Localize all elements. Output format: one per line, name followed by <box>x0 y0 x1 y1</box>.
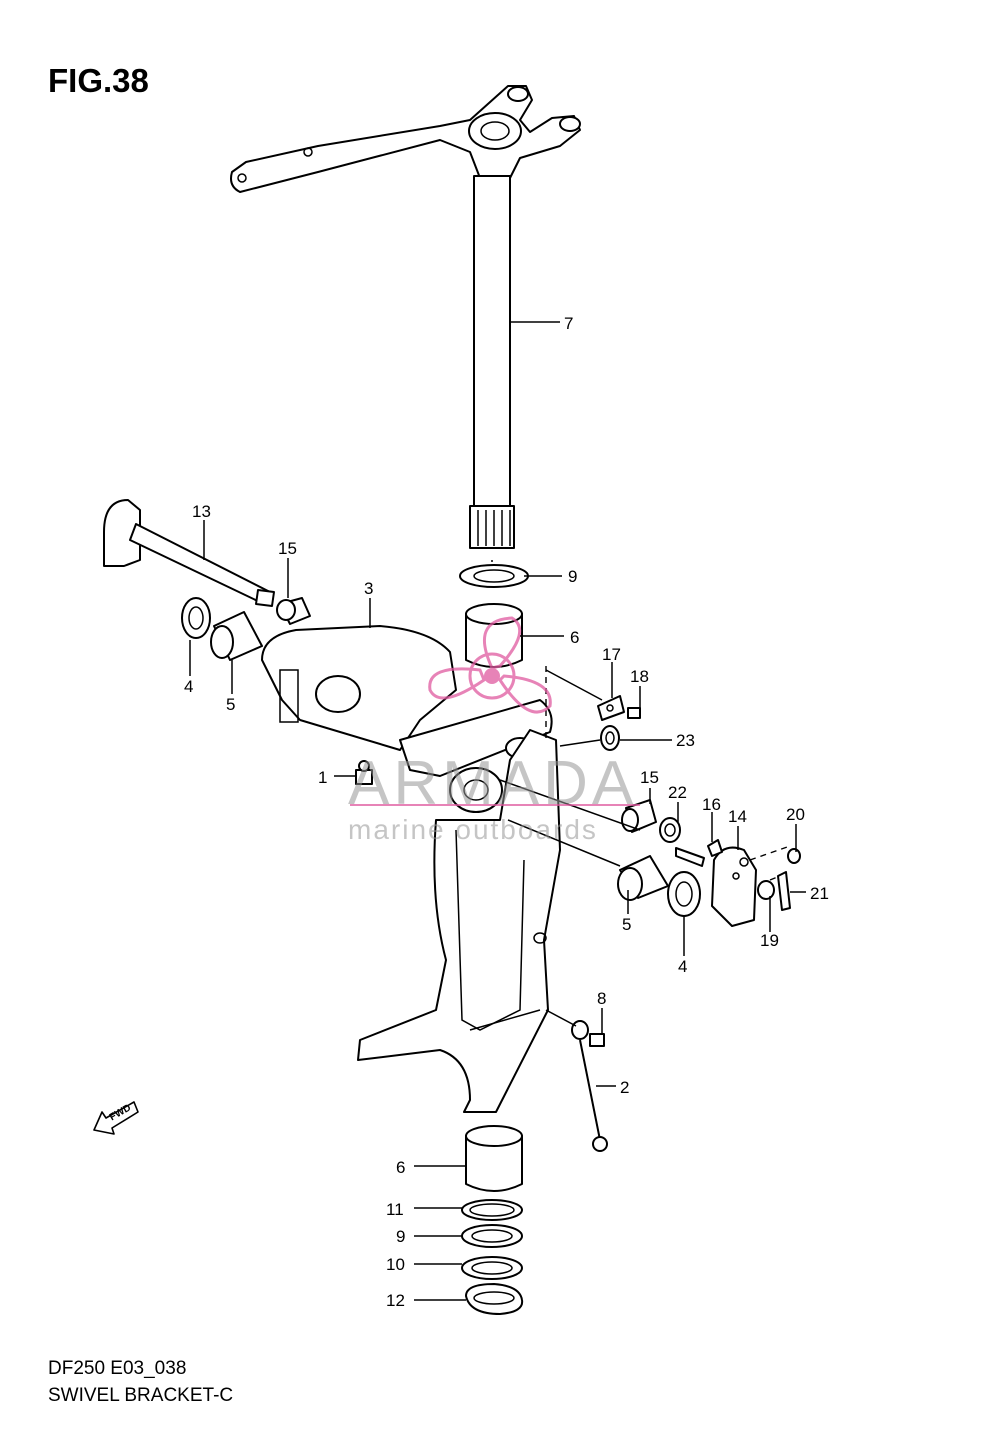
callout-23: 23 <box>676 731 695 750</box>
callout-4-right: 4 <box>678 957 687 976</box>
callout-15-right: 15 <box>640 768 659 787</box>
callout-9-lower: 9 <box>396 1227 405 1246</box>
washer-lower-9 <box>461 1224 523 1248</box>
callout-17: 17 <box>602 645 621 664</box>
callout-2: 2 <box>620 1078 629 1097</box>
bushing-upper <box>465 603 523 668</box>
thrust-washer-upper <box>459 564 529 588</box>
o-ring <box>659 817 681 843</box>
steering-arm <box>230 85 581 193</box>
washer-left <box>181 597 211 639</box>
callout-4-left: 4 <box>184 677 193 696</box>
watermark-brand: ARMADA <box>348 749 638 818</box>
coil-spring <box>600 725 620 751</box>
nut <box>757 880 775 900</box>
callout-9-upper: 9 <box>568 567 577 586</box>
callout-3: 3 <box>364 579 373 598</box>
callout-1: 1 <box>318 768 327 787</box>
callout-11: 11 <box>386 1200 404 1219</box>
ground-lead-wire <box>571 1020 608 1152</box>
callout-13: 13 <box>192 502 211 521</box>
washer-lower-11 <box>461 1199 523 1221</box>
callout-12: 12 <box>386 1291 405 1310</box>
snap-ring <box>465 1283 524 1315</box>
callout-18: 18 <box>630 667 649 686</box>
callout-5-right: 5 <box>622 915 631 934</box>
tilt-bushing-right <box>617 855 669 901</box>
clamp-body <box>357 729 561 1113</box>
callout-16: 16 <box>702 795 721 814</box>
washer-lower-10 <box>461 1256 523 1280</box>
bolt <box>589 1033 605 1047</box>
bolt-small <box>627 707 641 719</box>
callout-14: 14 <box>728 807 747 826</box>
tilt-pin <box>103 499 275 607</box>
callout-7: 7 <box>564 314 573 333</box>
callout-10: 10 <box>386 1255 405 1274</box>
watermark-tagline: marine outboards <box>348 814 598 845</box>
model-code: DF250 E03_038 <box>48 1358 187 1379</box>
callout-19: 19 <box>760 931 779 950</box>
forward-direction-arrow: FWD <box>93 1101 139 1135</box>
section-name: SWIVEL BRACKET-C <box>48 1385 234 1406</box>
steering-shaft <box>469 175 515 549</box>
bushing-left <box>276 597 311 625</box>
washer-small <box>787 848 801 864</box>
callout-5-left: 5 <box>226 695 235 714</box>
callout-15-left: 15 <box>278 539 297 558</box>
callout-21: 21 <box>810 884 829 903</box>
swivel-bracket <box>261 625 553 813</box>
tilt-bushing-left <box>210 611 263 661</box>
leader-lines <box>189 321 806 1301</box>
callout-22: 22 <box>668 783 687 802</box>
clip <box>675 839 723 867</box>
cotter-pin <box>777 871 791 911</box>
bushing-lower <box>465 1125 523 1192</box>
callout-8: 8 <box>597 989 606 1008</box>
stopper-plate <box>597 695 625 721</box>
tilt-lock-lever <box>711 846 757 927</box>
watermark-propeller-logo <box>350 616 640 806</box>
callout-6-upper: 6 <box>570 628 579 647</box>
grease-nipple <box>355 760 373 785</box>
callout-20: 20 <box>786 805 805 824</box>
callout-6-lower: 6 <box>396 1158 405 1177</box>
figure-title: FIG.38 <box>48 62 149 99</box>
washer-right <box>667 871 701 917</box>
callout-labels: 7 9 6 13 15 3 4 5 17 18 23 1 15 22 16 14… <box>184 314 829 1310</box>
